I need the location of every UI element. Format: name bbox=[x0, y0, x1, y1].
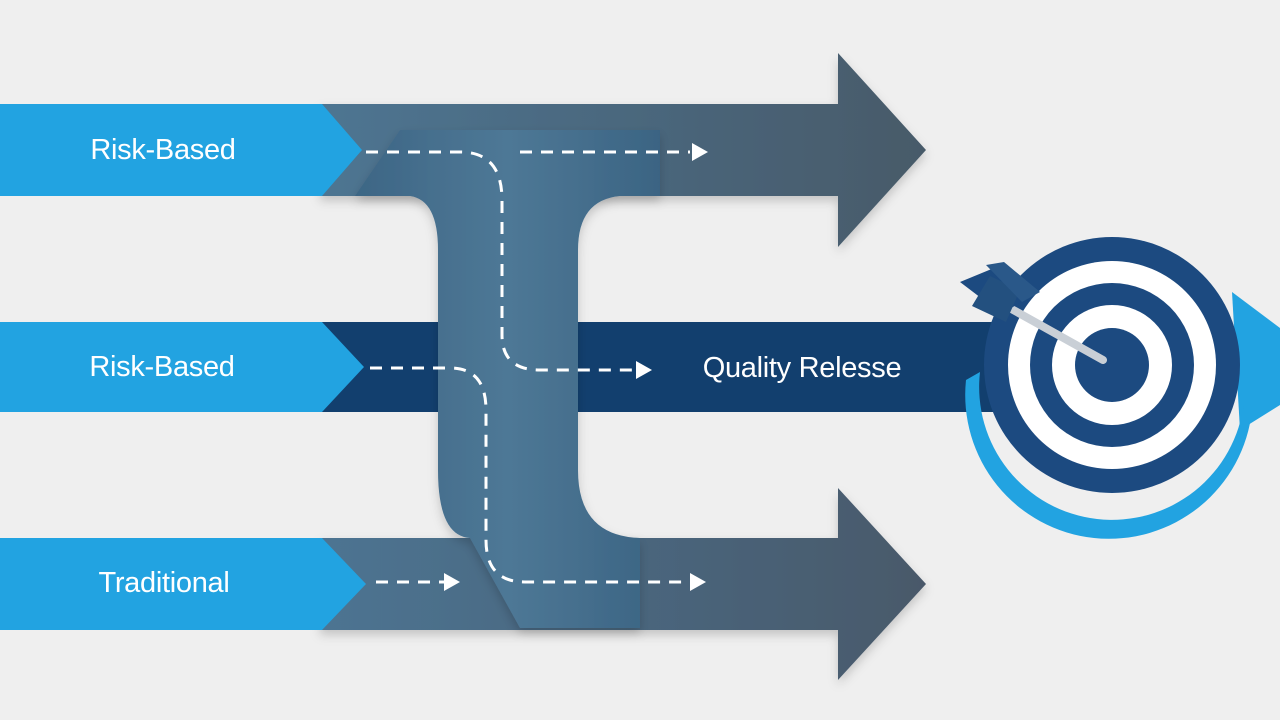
arrow-icon bbox=[692, 143, 708, 161]
arrow-icon bbox=[444, 573, 460, 591]
middle-dashed-path bbox=[370, 366, 690, 584]
target-icon bbox=[965, 237, 1280, 539]
arrow-icon bbox=[690, 573, 706, 591]
middle-band bbox=[320, 322, 1020, 412]
label-bottom: Traditional bbox=[98, 567, 229, 599]
bottom-entry-block bbox=[0, 538, 366, 630]
arrow-icon bbox=[636, 361, 652, 379]
label-middle: Risk-Based bbox=[89, 351, 234, 383]
label-top: Risk-Based bbox=[90, 134, 235, 166]
label-center: Quality Relesse bbox=[703, 352, 902, 384]
top-dashed-path bbox=[366, 150, 632, 372]
top-entry-block bbox=[0, 104, 362, 196]
middle-entry-block bbox=[0, 322, 364, 412]
vertical-connector bbox=[355, 130, 660, 628]
dart-icon bbox=[960, 262, 1107, 364]
